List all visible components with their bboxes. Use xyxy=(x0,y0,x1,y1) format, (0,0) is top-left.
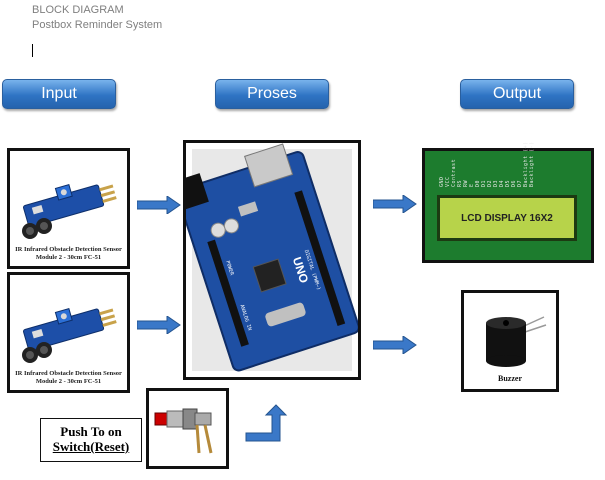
input-label: Input xyxy=(2,79,116,109)
buzzer-caption: Buzzer xyxy=(498,374,522,383)
push-button-box xyxy=(146,388,229,469)
process-label: Proses xyxy=(215,79,329,109)
push-switch-line2: Switch(Reset) xyxy=(52,439,130,454)
output-label: Output xyxy=(460,79,574,109)
buzzer-box: Buzzer xyxy=(461,290,559,392)
sensor-1-caption-line2: Module 2 - 30cm FC-51 xyxy=(35,254,102,261)
arrow-sensor2-to-board xyxy=(137,316,181,334)
arrow-sensor1-to-board xyxy=(137,196,181,214)
diagram-title: BLOCK DIAGRAM xyxy=(32,4,124,16)
push-switch-line1: Push To on xyxy=(60,424,122,439)
ir-sensor-1-image xyxy=(22,183,117,239)
ir-sensor-2-box: IR Infrared Obstacle Detection Sensor Mo… xyxy=(7,272,130,393)
arrow-board-to-lcd xyxy=(373,195,417,213)
text-cursor xyxy=(32,44,33,57)
board-power-label: POWER xyxy=(224,260,235,277)
lcd-display-box: GND VCC Contrast RS RW E D0 D1 D2 D3 D4 … xyxy=(422,141,594,263)
arduino-board-box: UNO POWER ANALOG IN DIGITAL (PWM~) xyxy=(183,140,361,380)
lcd-screen-text: LCD DISPLAY 16X2 xyxy=(437,195,577,241)
buzzer-icon xyxy=(486,316,547,367)
arrow-switch-to-board xyxy=(245,404,288,442)
lcd-pin-backlight-minus: Backlight (-) xyxy=(529,141,535,187)
push-button-image xyxy=(154,408,213,454)
push-switch-label-box: Push To on Switch(Reset) xyxy=(40,418,142,462)
sensor-1-caption-line1: IR Infrared Obstacle Detection Sensor xyxy=(15,246,122,253)
ir-sensor-2-image xyxy=(22,307,117,363)
sensor-2-caption-line1: IR Infrared Obstacle Detection Sensor xyxy=(15,370,122,377)
ir-sensor-1-box: IR Infrared Obstacle Detection Sensor Mo… xyxy=(7,148,130,269)
arduino-uno-image: UNO POWER ANALOG IN DIGITAL (PWM~) xyxy=(186,143,358,372)
arrow-board-to-buzzer xyxy=(373,336,417,354)
sensor-2-caption-line2: Module 2 - 30cm FC-51 xyxy=(35,378,102,385)
diagram-subtitle: Postbox Reminder System xyxy=(32,19,163,31)
